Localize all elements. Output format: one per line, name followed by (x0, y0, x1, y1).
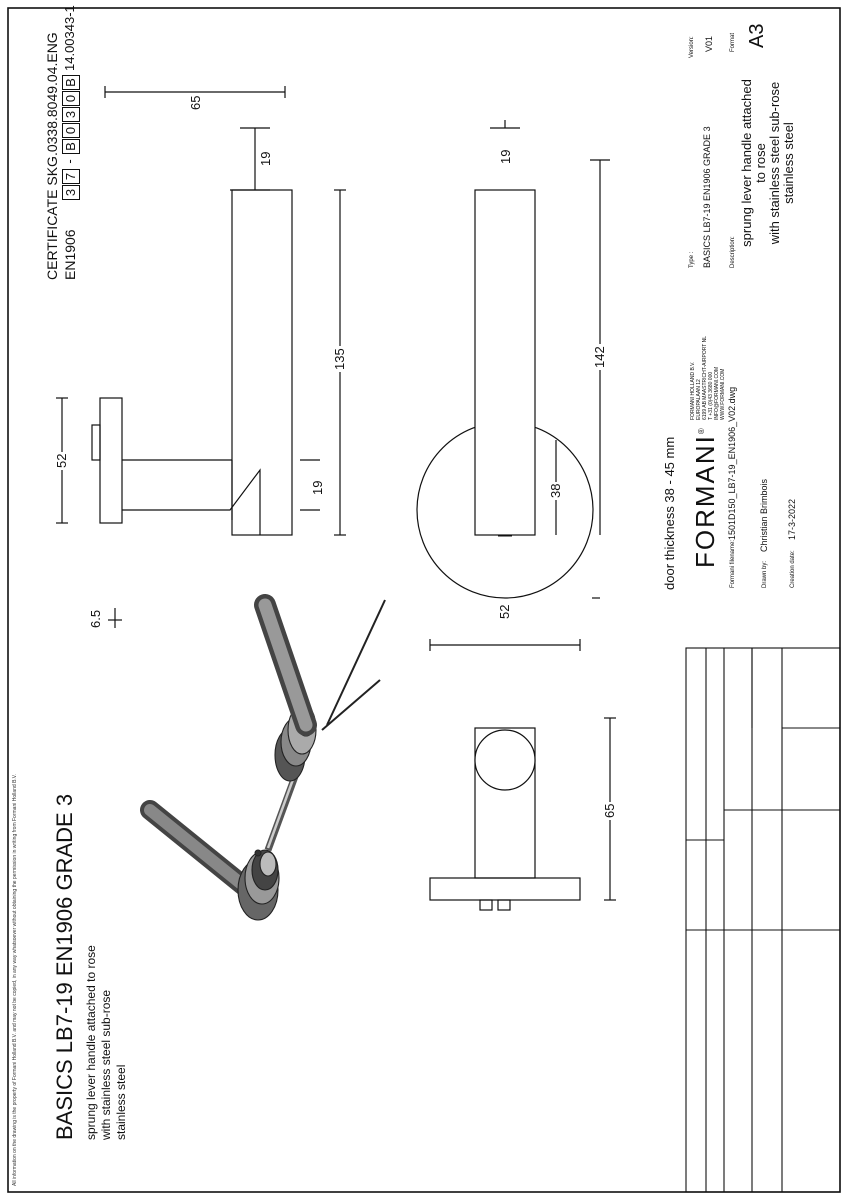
brand-name: FORMANI (690, 434, 720, 568)
product-title: BASICS LB7-19 EN1906 GRADE 3 (52, 793, 77, 1140)
product-line-2: with stainless steel sub-rose (99, 989, 113, 1140)
dim-label-52-side: 52 (497, 602, 512, 621)
code-box: 7 (62, 169, 80, 184)
description-lines: sprung lever handle attached to rose wit… (739, 58, 796, 268)
type-label: Type : (689, 251, 695, 268)
certificate-code-suffix: 14.00343-1 (62, 5, 77, 71)
side-view-lever-body (474, 727, 536, 879)
type-value: BASICS LB7-19 EN1906 GRADE 3 (702, 126, 712, 268)
description-line: stainless steel (781, 122, 796, 204)
filename-label: Formani filename: (730, 539, 736, 588)
side-view (429, 639, 616, 911)
side-view-lever-end (474, 729, 536, 791)
code-box: 0 (62, 91, 80, 106)
certificate-line: CERTIFICATE SKG.0338.8049.04.ENG (44, 32, 60, 280)
title-block-brand: FORMANI® (690, 426, 721, 568)
top-view-screw (91, 424, 101, 461)
dim-label-65-top: 65 (188, 95, 203, 110)
title-block-frame (685, 647, 841, 1193)
format-label: Format (730, 32, 736, 52)
iso-screw (326, 599, 386, 726)
code-box: 3 (62, 185, 80, 200)
company-address: FORMANI HOLLAND B.V. EUROPALAAN 12 6199 … (690, 336, 726, 420)
company-line: WWW.FORMANI.COM (720, 368, 726, 420)
copyright-notice: All information on the drawing is the pr… (12, 773, 18, 1186)
dim-label-52-top: 52 (54, 451, 69, 470)
dim-label-65-side: 65 (602, 801, 617, 820)
dim-label-6-5: 6.5 (88, 609, 103, 628)
brand-mark: ® (697, 426, 707, 435)
description-line: to rose (753, 143, 768, 183)
drawn-by-value: Christian Brimbois (759, 478, 769, 552)
dim-label-135: 135 (332, 346, 347, 372)
top-view-neck (122, 468, 261, 535)
top-view-lever (231, 189, 293, 536)
certificate-code-boxes: 3 7 - B 0 3 0 B 14.00343-1 (62, 5, 80, 200)
code-box: - (62, 159, 77, 164)
dim-label-19-front: 19 (498, 149, 513, 164)
side-view-rose-plate (429, 877, 581, 901)
version-label: Version: (689, 36, 695, 58)
creation-date-value: 17-3-2022 (787, 498, 797, 540)
top-view-rose (99, 397, 123, 524)
code-box: 0 (62, 123, 80, 138)
product-line-1: sprung lever handle attached to rose (84, 945, 98, 1140)
sheet-border (7, 7, 841, 1193)
front-view-lever (474, 189, 536, 536)
format-value: A3 (746, 23, 768, 48)
front-view (416, 120, 610, 599)
product-line-3: stainless steel (114, 1064, 128, 1140)
version-value: V01 (704, 35, 714, 52)
dim-label-142: 142 (592, 344, 607, 370)
code-box: B (62, 139, 80, 154)
description-line: sprung lever handle attached (739, 79, 754, 247)
dim-label-38: 38 (548, 481, 563, 500)
description-line: with stainless steel sub-rose (767, 81, 782, 245)
exploded-isometric-view (140, 594, 386, 921)
filename-value: 1501D150_LB7-19_EN1906_V02.dwg (727, 386, 737, 540)
code-box: 3 (62, 107, 80, 122)
certificate-standard: EN1906 (62, 229, 78, 280)
dim-label-19-top: 19 (258, 151, 273, 166)
code-box: B (62, 75, 80, 90)
door-thickness-note: door thickness 38 - 45 mm (662, 436, 677, 590)
description-label: Description: (730, 236, 736, 268)
dim-label-19-top-neck: 19 (310, 480, 325, 495)
creation-date-label: Creation date: (790, 550, 796, 588)
drawn-by-label: Drawn by: (762, 560, 768, 588)
top-view (56, 86, 346, 628)
